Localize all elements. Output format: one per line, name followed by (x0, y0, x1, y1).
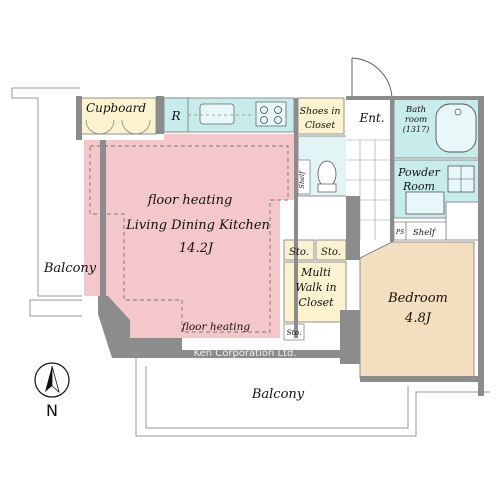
sink (199, 103, 235, 125)
walk-in-closet-label-line1: Multi (300, 266, 331, 279)
compass-label: N (46, 401, 58, 420)
balcony-left-label: Balcony (43, 261, 97, 276)
shoes-closet-label-line1: Shoes in (299, 106, 340, 117)
entrance-label: Ent. (358, 111, 384, 125)
walls (76, 96, 484, 396)
compass: N (34, 362, 70, 420)
toilet (317, 160, 337, 188)
cupboard-label: Cupboard (86, 101, 146, 115)
shelf-label: Shelf (413, 228, 437, 238)
walk-in-closet-label-line3: Closet (298, 296, 334, 309)
shelf-area (405, 221, 447, 241)
storage-box (445, 201, 481, 241)
storage-left (283, 239, 315, 261)
bathroom-code: (1317) (403, 125, 430, 134)
stove (255, 101, 287, 127)
cupboard-doors (85, 119, 151, 135)
bedroom-label: Bedroom (387, 291, 448, 306)
bathroom-label-line1: Bath (405, 105, 426, 115)
washbasin (405, 191, 445, 215)
balcony-bottom-area (135, 358, 490, 437)
floor-heating-zone (89, 145, 289, 333)
floor-heating-lower-label: floor heating (181, 321, 251, 333)
ldk-label-line1: floor heating (147, 193, 233, 208)
ps-label: PS (395, 229, 404, 236)
toilet-shelf-label: Shelf (298, 170, 306, 189)
ldk-size: 14.2J (179, 241, 214, 256)
storage-right-label: Sto. (321, 247, 341, 258)
ldk-label-line2: Living Dining Kitchen (125, 218, 270, 233)
balcony-bottom-label: Balcony (251, 387, 305, 402)
shoes-closet (297, 97, 345, 135)
entrance-door (351, 57, 393, 101)
bathroom-label-line2: room (405, 115, 427, 125)
powder-room-label-line1: Powder (397, 166, 441, 179)
shoes-closet-label-line2: Closet (305, 120, 336, 131)
storage-small-label: Sto. (287, 328, 302, 337)
walk-in-closet-label-line2: Walk in (295, 281, 336, 294)
ldk-room (84, 134, 296, 340)
storage-left-label: Sto. (289, 247, 309, 258)
bedroom (359, 241, 475, 379)
bathtub (435, 103, 477, 153)
powder-room-label-line2: Room (402, 180, 435, 193)
watermark: Ken Corporation Ltd. (194, 348, 297, 359)
fridge-label: R (170, 109, 180, 123)
bedroom-size: 4.8J (404, 311, 432, 326)
